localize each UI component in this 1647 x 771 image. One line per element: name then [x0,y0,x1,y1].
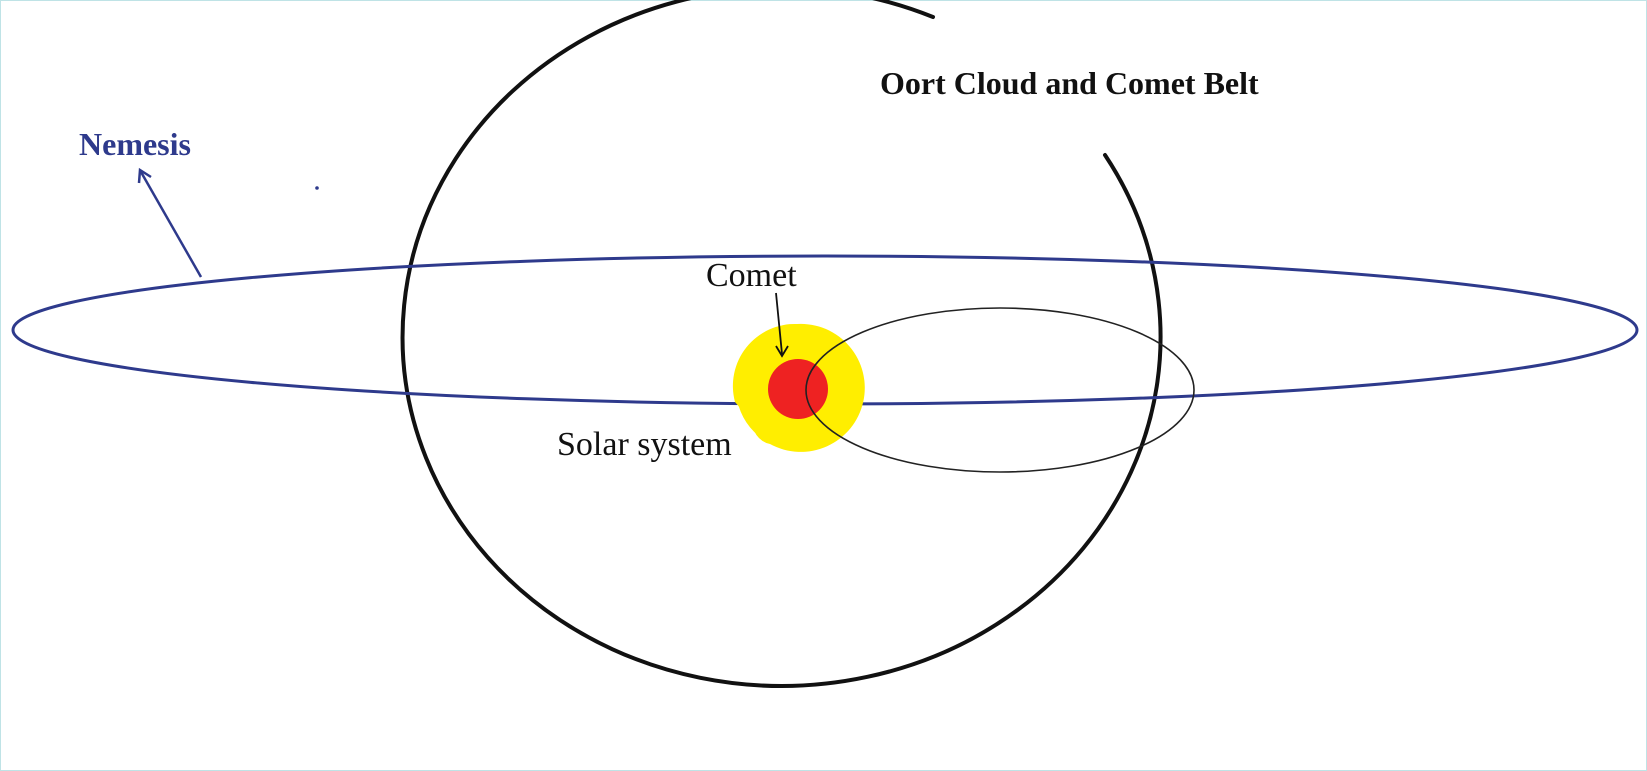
oort-cloud-ring [400,0,1163,688]
stray-dot [315,186,319,190]
nemesis-label: Nemesis [79,126,191,162]
solar-system-label: Solar system [557,426,732,463]
comet-pointer-line [775,292,783,355]
nemesis-pointer-line [139,171,203,278]
nemesis-pointer-arrowhead [137,167,152,184]
comet-label: Comet [706,257,797,294]
comet-orbit [805,307,1195,473]
sun-core [768,359,828,419]
oort-cloud-title: Oort Cloud and Comet Belt [880,65,1259,101]
comet-pointer-arrowhead [775,345,789,358]
